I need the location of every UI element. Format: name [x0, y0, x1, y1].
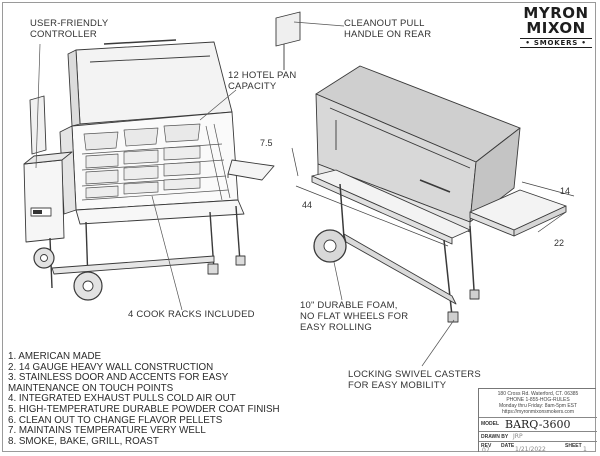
feature-item: 4. INTEGRATED EXHAUST PULLS COLD AIR OUT — [8, 393, 236, 405]
rev-value: 07 — [482, 447, 490, 454]
drawn-by-value: JRP — [513, 433, 523, 440]
feature-item: MAINTENANCE ON TOUCH POINTS — [8, 382, 174, 394]
website-line: https://myronmixonsmokers.com — [502, 409, 574, 415]
feature-item: 2. 14 GAUGE HEAVY WALL CONSTRUCTION — [8, 361, 214, 373]
brand-line-1: MYRON — [523, 4, 589, 22]
leader-lines — [35, 21, 455, 367]
model-number: BARQ-3600 — [505, 418, 571, 431]
brand-logo: MYRON MIXON • SMOKERS • — [516, 6, 596, 48]
callout-foam-wheels: 10" DURABLE FOAM, NO FLAT WHEELS FOR EAS… — [300, 300, 409, 333]
callout-locking-casters: LOCKING SWIVEL CASTERS FOR EASY MOBILITY — [348, 369, 481, 391]
drawing-border — [2, 2, 596, 452]
phone-line: PHONE 1-855-HOG-RULES — [506, 397, 570, 403]
dimension-14: 14 — [560, 186, 571, 196]
sheet-value: 1 — [583, 446, 587, 453]
dimension-22: 22 — [554, 238, 565, 248]
feature-item: 8. SMOKE, BAKE, GRILL, ROAST — [8, 435, 159, 447]
model-row: MODEL BARQ-3600 — [479, 417, 597, 431]
callout-cook-racks: 4 COOK RACKS INCLUDED — [128, 309, 255, 320]
feature-list: 1. AMERICAN MADE 2. 14 GAUGE HEAVY WALL … — [8, 351, 308, 447]
rev-label: REV — [481, 443, 492, 449]
title-block: 180 Cross Rd. Waterford, CT. 06385 PHONE… — [478, 388, 597, 454]
brand-line-3: • SMOKERS • — [520, 38, 592, 48]
feature-item: 1. AMERICAN MADE — [8, 351, 102, 362]
revision-row: REV 07 DATE 1/21/2022 SHEET 1 — [479, 441, 597, 454]
drawn-by-label: DRAWN BY — [481, 434, 509, 440]
model-label: MODEL — [481, 421, 500, 427]
callout-user-friendly-controller: USER-FRIENDLY CONTROLLER — [30, 18, 109, 40]
feature-item: 5. HIGH-TEMPERATURE DURABLE POWDER COAT … — [8, 403, 280, 415]
rear-smoker-illustration — [275, 11, 567, 323]
callout-cleanout-handle: CLEANOUT PULL HANDLE ON REAR — [344, 18, 432, 40]
hours-line: Monday thru Friday: 8am-5pm EST — [498, 403, 578, 409]
dimension-lines — [291, 147, 575, 247]
date-value: 1/21/2022 — [515, 446, 546, 453]
callout-hotel-pan-capacity: 12 HOTEL PAN CAPACITY — [228, 70, 297, 92]
feature-item: 7. MAINTAINS TEMPERATURE VERY WELL — [8, 425, 206, 437]
date-label: DATE — [501, 443, 515, 449]
drawn-by-row: DRAWN BY JRP — [479, 431, 597, 441]
front-smoker-illustration — [23, 39, 275, 301]
feature-item: 3. STAINLESS DOOR AND ACCENTS FOR EASY — [8, 372, 229, 384]
feature-item: 6. CLEAN OUT TO CHANGE FLAVOR PELLETS — [8, 414, 223, 426]
brand-line-2: MIXON — [526, 19, 586, 37]
dimension-7-5: 7.5 — [260, 138, 273, 148]
address-line: 180 Cross Rd. Waterford, CT. 06385 — [497, 391, 579, 397]
dimension-44: 44 — [302, 200, 313, 210]
sheet-label: SHEET — [565, 443, 582, 449]
company-address: 180 Cross Rd. Waterford, CT. 06385 PHONE… — [479, 391, 597, 415]
